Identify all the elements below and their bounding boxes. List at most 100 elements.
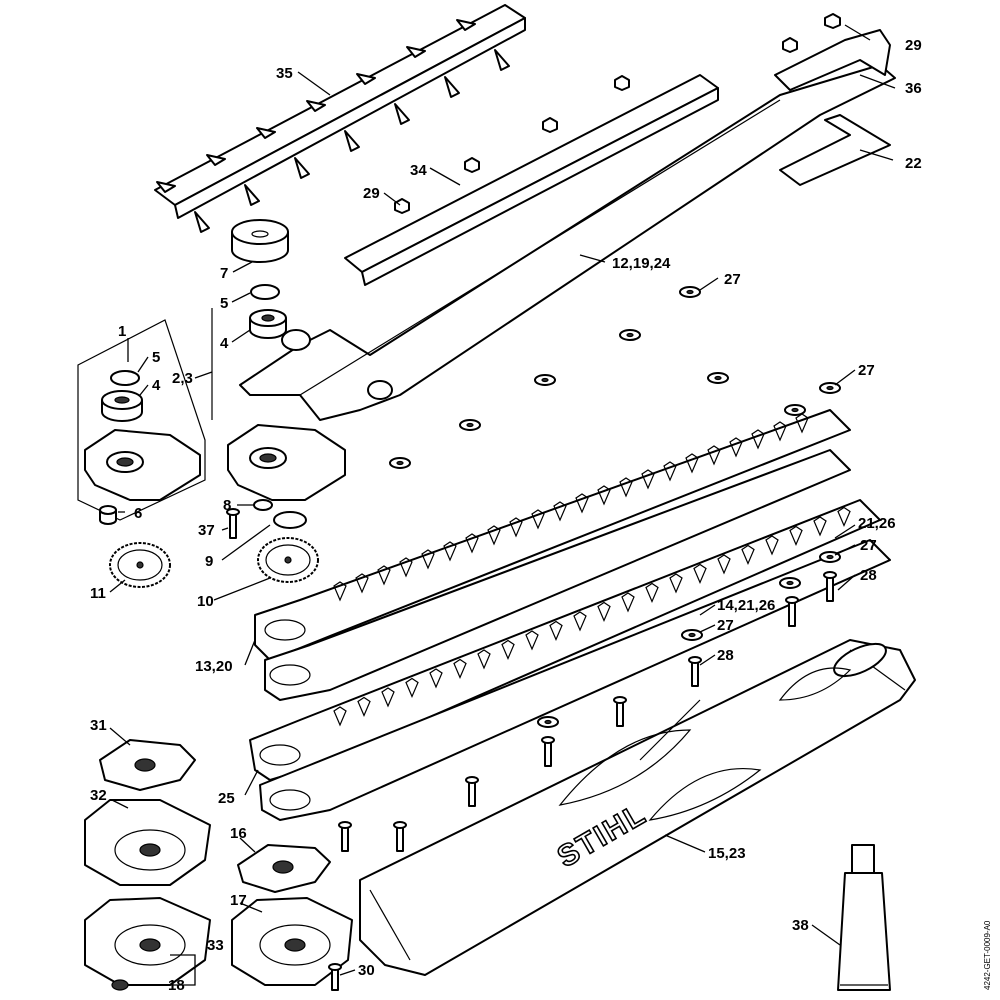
part-11-gear — [109, 542, 171, 588]
label-34: 34 — [410, 162, 427, 179]
label-2-3: 2,3 — [172, 370, 193, 387]
blade-tooth — [553, 501, 567, 522]
label-21-26: 21,26 — [858, 515, 896, 532]
part-30-screw — [328, 963, 342, 991]
blade-tooth — [487, 525, 501, 546]
screw-head — [688, 656, 702, 664]
part-6-plug — [99, 505, 117, 525]
blade-tooth — [501, 639, 515, 661]
label-10: 10 — [197, 593, 214, 610]
label-4-lower: 4 — [152, 377, 161, 394]
blade-tooth — [477, 649, 491, 670]
washer-hole — [791, 407, 799, 413]
part-27-washers — [389, 286, 841, 728]
part-7-cup — [231, 219, 289, 263]
part-12-19-24-bar — [239, 64, 896, 421]
blade-tooth — [333, 581, 347, 602]
blade-tooth — [531, 509, 545, 530]
label-9: 9 — [205, 553, 213, 570]
part-9-washer — [273, 511, 307, 529]
blade-tooth — [429, 668, 443, 689]
label-11: 11 — [90, 585, 106, 602]
label-17: 17 — [230, 892, 247, 909]
guard-tooth — [394, 103, 410, 125]
blade-tooth — [741, 544, 755, 566]
part-32-cover — [84, 799, 211, 886]
label-12-19-24: 12,19,24 — [612, 255, 671, 272]
blade-tooth — [465, 533, 479, 554]
washer-hole — [626, 332, 634, 338]
guard-tooth — [256, 127, 276, 139]
blade-tooth — [453, 658, 467, 680]
blade-tooth — [707, 445, 721, 466]
label-13-20: 13,20 — [195, 658, 233, 675]
washer-hole — [396, 460, 404, 466]
label-5-upper: 5 — [220, 295, 228, 312]
part-34-cutter-guard — [344, 74, 719, 286]
part-8-circlip — [253, 499, 273, 511]
blade-tooth — [641, 469, 655, 490]
part-2-3-gearbox-housing — [211, 308, 346, 501]
label-16: 16 — [230, 825, 247, 842]
screw-head — [785, 596, 799, 604]
washer-hole — [541, 377, 549, 383]
label-6: 6 — [134, 505, 142, 522]
label-27-right: 27 — [858, 362, 875, 379]
blade-tooth — [575, 493, 589, 514]
part-16-plate — [237, 844, 331, 893]
part-35-cutter-guard — [154, 4, 526, 233]
blade-tooth — [381, 687, 395, 708]
label-4-upper: 4 — [220, 335, 229, 352]
screw-head — [823, 571, 837, 579]
part-22-guard-plate — [779, 114, 891, 186]
part-5-circlip — [250, 284, 280, 300]
guard-tooth — [456, 19, 476, 31]
screw-head — [541, 736, 555, 744]
washer-hole — [466, 422, 474, 428]
part-1-gearbox-assembly — [77, 319, 206, 521]
washer-hole — [826, 554, 834, 560]
label-8: 8 — [223, 497, 231, 514]
part-25-blade — [249, 499, 891, 821]
blade-tooth — [357, 696, 371, 718]
label-29-top: 29 — [905, 37, 922, 54]
blade-tooth — [525, 630, 539, 651]
blade-tooth — [405, 677, 419, 699]
blade-tooth — [421, 549, 435, 570]
label-36: 36 — [905, 80, 922, 97]
blade-tooth — [597, 485, 611, 506]
washer-hole — [826, 385, 834, 391]
blade-tooth — [549, 620, 563, 642]
blade-tooth — [509, 517, 523, 538]
label-18: 18 — [168, 977, 185, 994]
leader-lines — [109, 24, 896, 986]
part-33-cover — [84, 897, 211, 986]
label-30: 30 — [358, 962, 375, 979]
drawing-code: 4242-GET-0009-A0 — [983, 920, 992, 990]
label-37: 37 — [198, 522, 215, 539]
part-18-nut — [111, 979, 129, 991]
blade-tooth — [573, 611, 587, 632]
label-22: 22 — [905, 155, 922, 172]
blade-tooth — [621, 592, 635, 613]
label-1: 1 — [118, 323, 126, 340]
screw-head — [393, 821, 407, 829]
label-27-top: 27 — [724, 271, 741, 288]
label-38: 38 — [792, 917, 809, 934]
guard-tooth — [356, 73, 376, 85]
guard-tooth — [244, 184, 260, 206]
blade-tooth — [443, 541, 457, 562]
guard-tooth — [306, 100, 326, 112]
blade-tooth — [377, 565, 391, 586]
label-27-d: 27 — [717, 617, 734, 634]
label-15-23: 15,23 — [708, 845, 746, 862]
blade-tooth — [813, 516, 827, 537]
blade-tooth — [355, 573, 369, 594]
blade-tooth — [619, 477, 633, 498]
blade-tooth — [751, 429, 765, 450]
washer-hole — [714, 375, 722, 381]
guard-tooth — [156, 181, 176, 193]
blade-tooth — [333, 706, 347, 727]
blade-tooth — [789, 525, 803, 547]
label-14-21-26: 14,21,26 — [717, 597, 775, 614]
